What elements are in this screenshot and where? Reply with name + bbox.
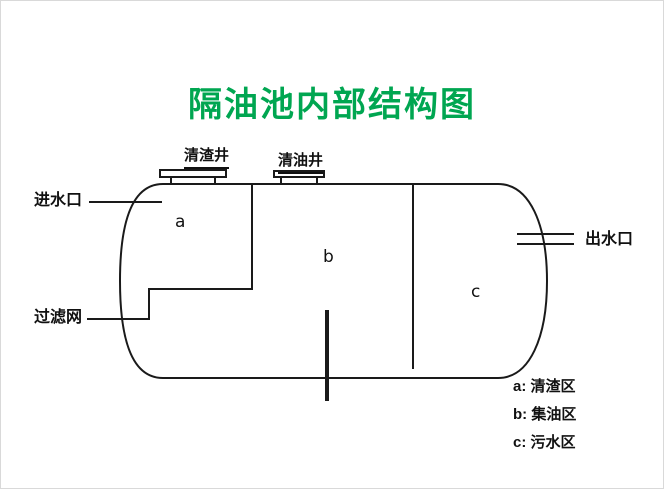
zone-legend: a: 清渣区 b: 集油区 c: 污水区 (513, 375, 576, 459)
zone-a-partition (148, 185, 253, 319)
oil-well-label: 清油井 (278, 152, 324, 174)
legend-item-b: b: 集油区 (513, 406, 577, 423)
oil-well-cap (273, 170, 325, 178)
legend-item-a: a: 清渣区 (513, 378, 576, 395)
tank-outline (118, 183, 549, 379)
zone-b-letter: b (323, 247, 334, 267)
zone-c-letter: c (471, 282, 481, 302)
zone-a-letter: a (175, 212, 186, 232)
slag-well-cap (159, 169, 227, 178)
inlet-label: 进水口 (34, 192, 83, 209)
slag-well-label: 清渣井 (184, 147, 230, 169)
filter-label: 过滤网 (34, 309, 83, 326)
legend-item-c: c: 污水区 (513, 434, 576, 451)
outlet-label: 出水口 (585, 231, 634, 248)
page-title: 隔油池内部结构图 (188, 86, 476, 124)
